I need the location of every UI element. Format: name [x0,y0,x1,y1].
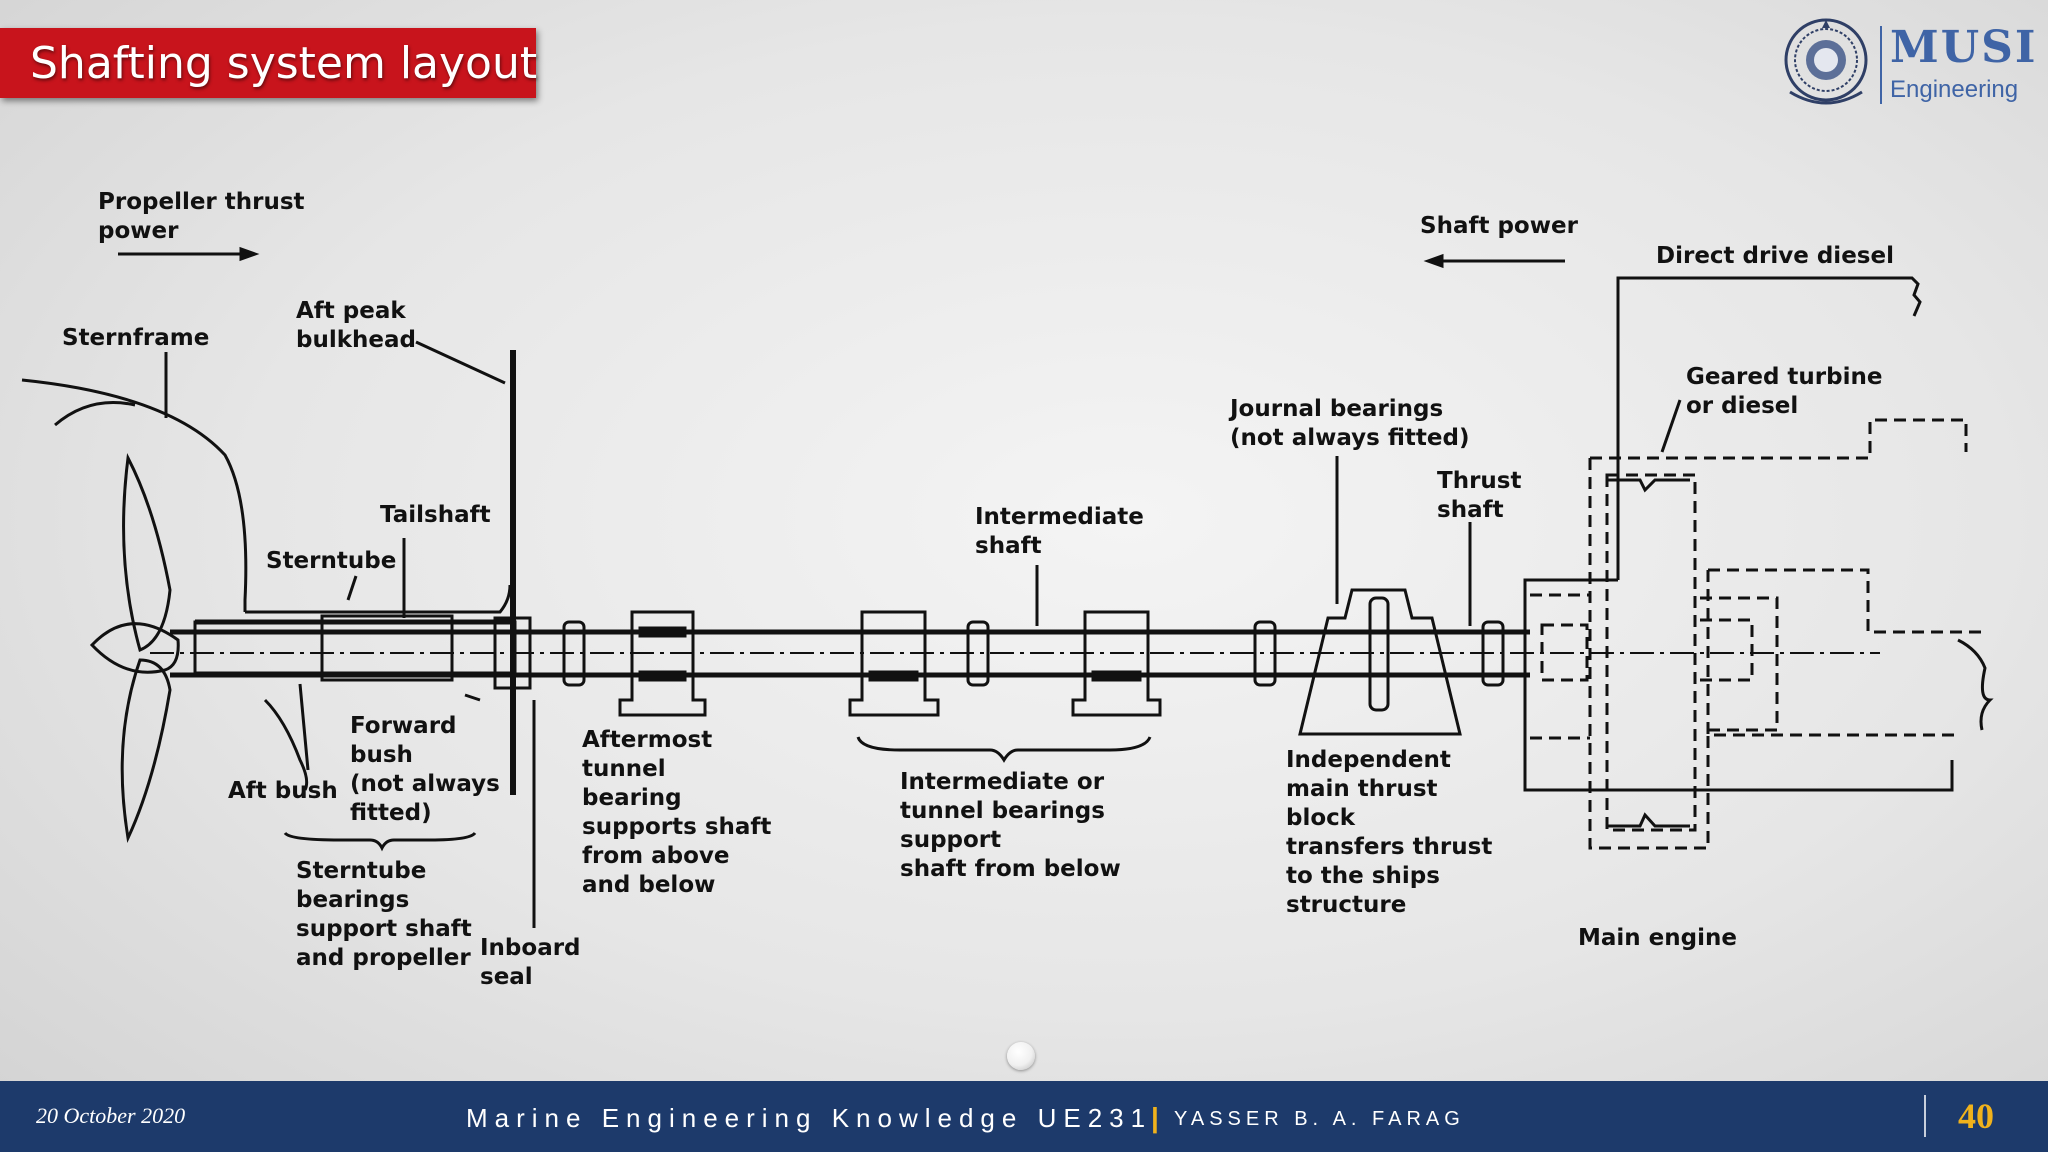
logo-divider [1880,26,1882,104]
label-intermediate-bearings-4: shaft from below [900,856,1121,882]
propeller-blade-lower [120,658,172,844]
label-thrust-shaft-2: shaft [1437,497,1504,523]
label-thrust-block-4: transfers thrust [1286,834,1492,860]
label-aftermost-bearing: Aftermost [582,727,712,753]
sterntube-brace [283,831,477,852]
sternframe-outline [21,378,248,612]
intermediate-bearing-2 [1071,610,1162,717]
university-logo: MUSI Engineering [1776,12,2035,112]
hull-curve [54,401,136,427]
label-aft-bush: Aft bush [228,778,338,804]
label-sterntube: Sterntube [266,548,396,574]
page-number: 40 [1958,1096,1994,1136]
label-aftermost-bearing-6: and below [582,872,715,898]
label-sterntube-bearings-3: support shaft [296,916,472,942]
label-sterntube-bearings-2: bearings [296,887,409,913]
label-aft-peak: Aft peak [296,298,406,324]
label-thrust-block-6: structure [1286,892,1406,918]
leader-aft-bush [298,683,310,771]
break-line [1957,638,1994,731]
logo-subtitle: Engineering [1890,76,2019,103]
diagram-drawing [21,246,1994,928]
aftermost-bearing [618,610,707,717]
label-main-engine: Main engine [1578,925,1737,951]
leader-aft-peak [415,340,506,385]
label-thrust-block: Independent [1286,747,1451,773]
turbine-bottom-detail [1606,812,1690,828]
intermediate-bearing-1 [848,610,940,717]
label-direct-drive-diesel: Direct drive diesel [1656,243,1894,269]
sternframe-lower [263,698,309,791]
footer-course: Marine Engineering Knowledge UE231 [466,1103,1153,1133]
label-forward-bush-3: (not always [350,771,500,797]
propeller-blade-upper [122,453,172,653]
label-forward-bush-4: fitted) [350,800,432,826]
label-aft-peak-2: bulkhead [296,327,416,353]
coupling-3 [1253,620,1277,687]
leader-forward-bush [464,693,481,702]
logo-name: MUSI [1890,22,2038,73]
label-aftermost-bearing-2: tunnel [582,756,666,782]
footer-date: 20 October 2020 [36,1103,186,1128]
footer-author: YASSER B. A. FARAG [1174,1108,1465,1130]
footer-divider [1924,1095,1926,1137]
thrust-arrowhead [239,246,260,262]
aftermost-bearing-lower-pad [638,670,687,682]
label-tailshaft: Tailshaft [380,502,491,528]
label-thrust-block-2: main thrust [1286,776,1438,802]
emblem-icon [1784,18,1868,105]
label-inboard-seal-2: seal [480,964,533,990]
coupling-4 [1481,620,1505,687]
label-geared-turbine-2: or diesel [1686,393,1798,419]
leader-sterntube [346,575,358,601]
label-thrust-shaft: Thrust [1437,468,1521,494]
label-journal-bearings: Journal bearings [1228,396,1443,422]
slide-nav-dot[interactable] [1007,1042,1035,1070]
label-forward-bush-2: bush [350,742,413,768]
coupling-2 [966,620,990,687]
label-propeller-thrust: Propeller thrust [98,189,305,215]
label-sterntube-bearings-4: and propeller [296,945,471,971]
label-shaft-power: Shaft power [1420,213,1579,239]
geared-turbine-outline [1530,418,1985,850]
slide-footer: 20 October 2020 Marine Engineering Knowl… [0,1081,2048,1152]
label-sternframe: Sternframe [62,325,209,351]
label-intermediate-shaft-2: shaft [975,533,1042,559]
turbine-top-detail [1606,478,1690,493]
slide-title-banner: Shafting system layout [0,28,538,98]
propeller-hub [89,622,180,674]
sterntube-housing [245,584,512,614]
label-inboard-seal: Inboard [480,935,581,961]
shafting-diagram: Propeller thrust power Shaft power Direc… [21,189,1994,990]
label-intermediate-shaft: Intermediate [975,504,1144,530]
label-thrust-block-5: to the ships [1286,863,1440,889]
label-intermediate-bearings-2: tunnel bearings [900,798,1105,824]
label-propeller-thrust-2: power [98,218,179,244]
label-journal-bearings-2: (not always fitted) [1230,425,1469,451]
thrust-block [1298,588,1462,736]
intermediate-brace [856,736,1152,763]
label-geared-turbine: Geared turbine [1686,364,1882,390]
label-aftermost-bearing-3: bearing [582,785,682,811]
tailshaft-sleeve [320,614,454,682]
power-arrowhead [1423,253,1444,269]
label-aftermost-bearing-4: supports shaft [582,814,771,840]
label-intermediate-bearings: Intermediate or [900,769,1105,795]
slide-title: Shafting system layout [30,38,538,89]
label-thrust-block-3: block [1286,805,1356,831]
label-sterntube-bearings: Sterntube [296,858,426,884]
footer-separator: | [1151,1102,1159,1133]
label-forward-bush: Forward [350,713,457,739]
thrust-collar [1368,596,1390,712]
direct-drive-outline-top [1616,276,1922,580]
label-aftermost-bearing-5: from above [582,843,730,869]
leader-geared-turbine [1660,399,1682,453]
coupling-1 [562,620,586,687]
diagram-labels: Propeller thrust power Shaft power Direc… [62,189,1894,990]
aftermost-bearing-upper-pad [638,626,687,638]
label-intermediate-bearings-3: support [900,827,1001,853]
